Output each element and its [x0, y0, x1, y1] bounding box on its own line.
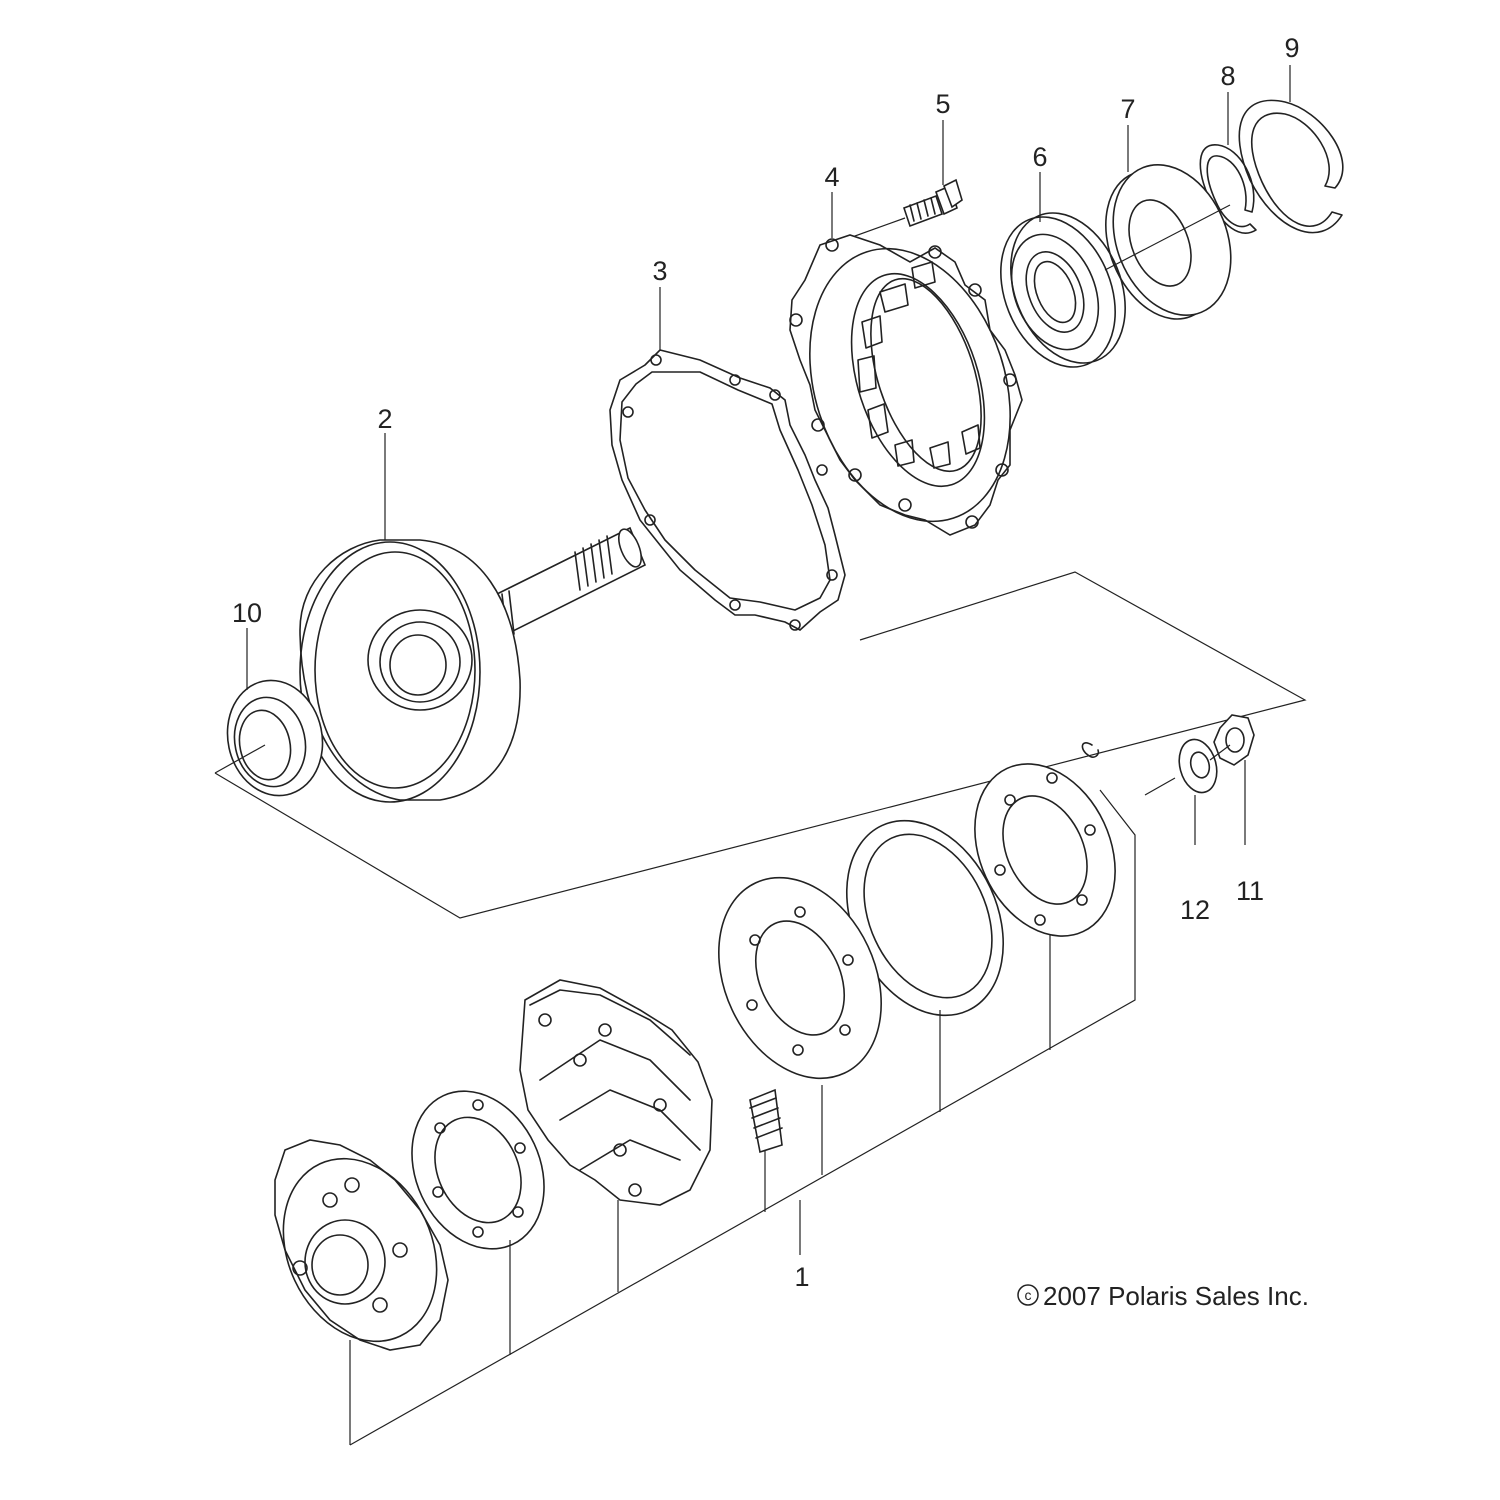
callout-8: 8 [1220, 61, 1235, 91]
clutch-bracket-lines [349, 789, 1136, 1446]
axis-line-seal [214, 744, 266, 774]
clutch-e-clip [1081, 742, 1100, 758]
callout-6: 6 [1032, 142, 1047, 172]
callout-3: 3 [652, 256, 667, 286]
copyright-symbol: c [1025, 1287, 1032, 1303]
callout-2: 2 [377, 404, 392, 434]
callout-11: 11 [1236, 876, 1264, 906]
part-4-housing-cover [789, 234, 1023, 536]
part-2-drum-shaft [299, 526, 647, 803]
part-3-gasket [609, 349, 846, 631]
copyright-circle-icon [1017, 1284, 1039, 1306]
copyright-notice: c 2007 Polaris Sales Inc. [1017, 1281, 1309, 1311]
callout-10: 10 [232, 598, 262, 628]
callout-5: 5 [935, 89, 950, 119]
clutch-plate-right [974, 763, 1116, 937]
subassembly-outline [214, 571, 1307, 919]
leader-lines [246, 65, 1291, 845]
copyright-text: 2007 Polaris Sales Inc. [1043, 1281, 1309, 1311]
part-12-washer [1178, 738, 1218, 794]
callout-12: 12 [1180, 895, 1210, 925]
axis-line-upper [1104, 204, 1231, 271]
axis-line-nut [1144, 744, 1231, 796]
callout-7: 7 [1120, 94, 1135, 124]
part-5-bolt [902, 178, 963, 228]
part-7-seal [1105, 164, 1232, 320]
callout-1: 1 [794, 1262, 809, 1292]
clutch-plate-left [411, 1090, 545, 1250]
clutch-plate-middle [718, 876, 882, 1080]
part-6-bearing [1000, 212, 1126, 368]
clutch-friction-disc [845, 819, 1005, 1017]
callout-9: 9 [1284, 33, 1299, 63]
clutch-shoes [519, 979, 713, 1206]
callout-4: 4 [824, 162, 839, 192]
part-8-snap-ring [1199, 144, 1257, 234]
clutch-spring [749, 1088, 783, 1154]
part-11-nut [1213, 714, 1255, 766]
clutch-hub [274, 1139, 449, 1351]
part-9-snap-ring [1238, 99, 1344, 234]
part-10-seal [226, 679, 324, 797]
